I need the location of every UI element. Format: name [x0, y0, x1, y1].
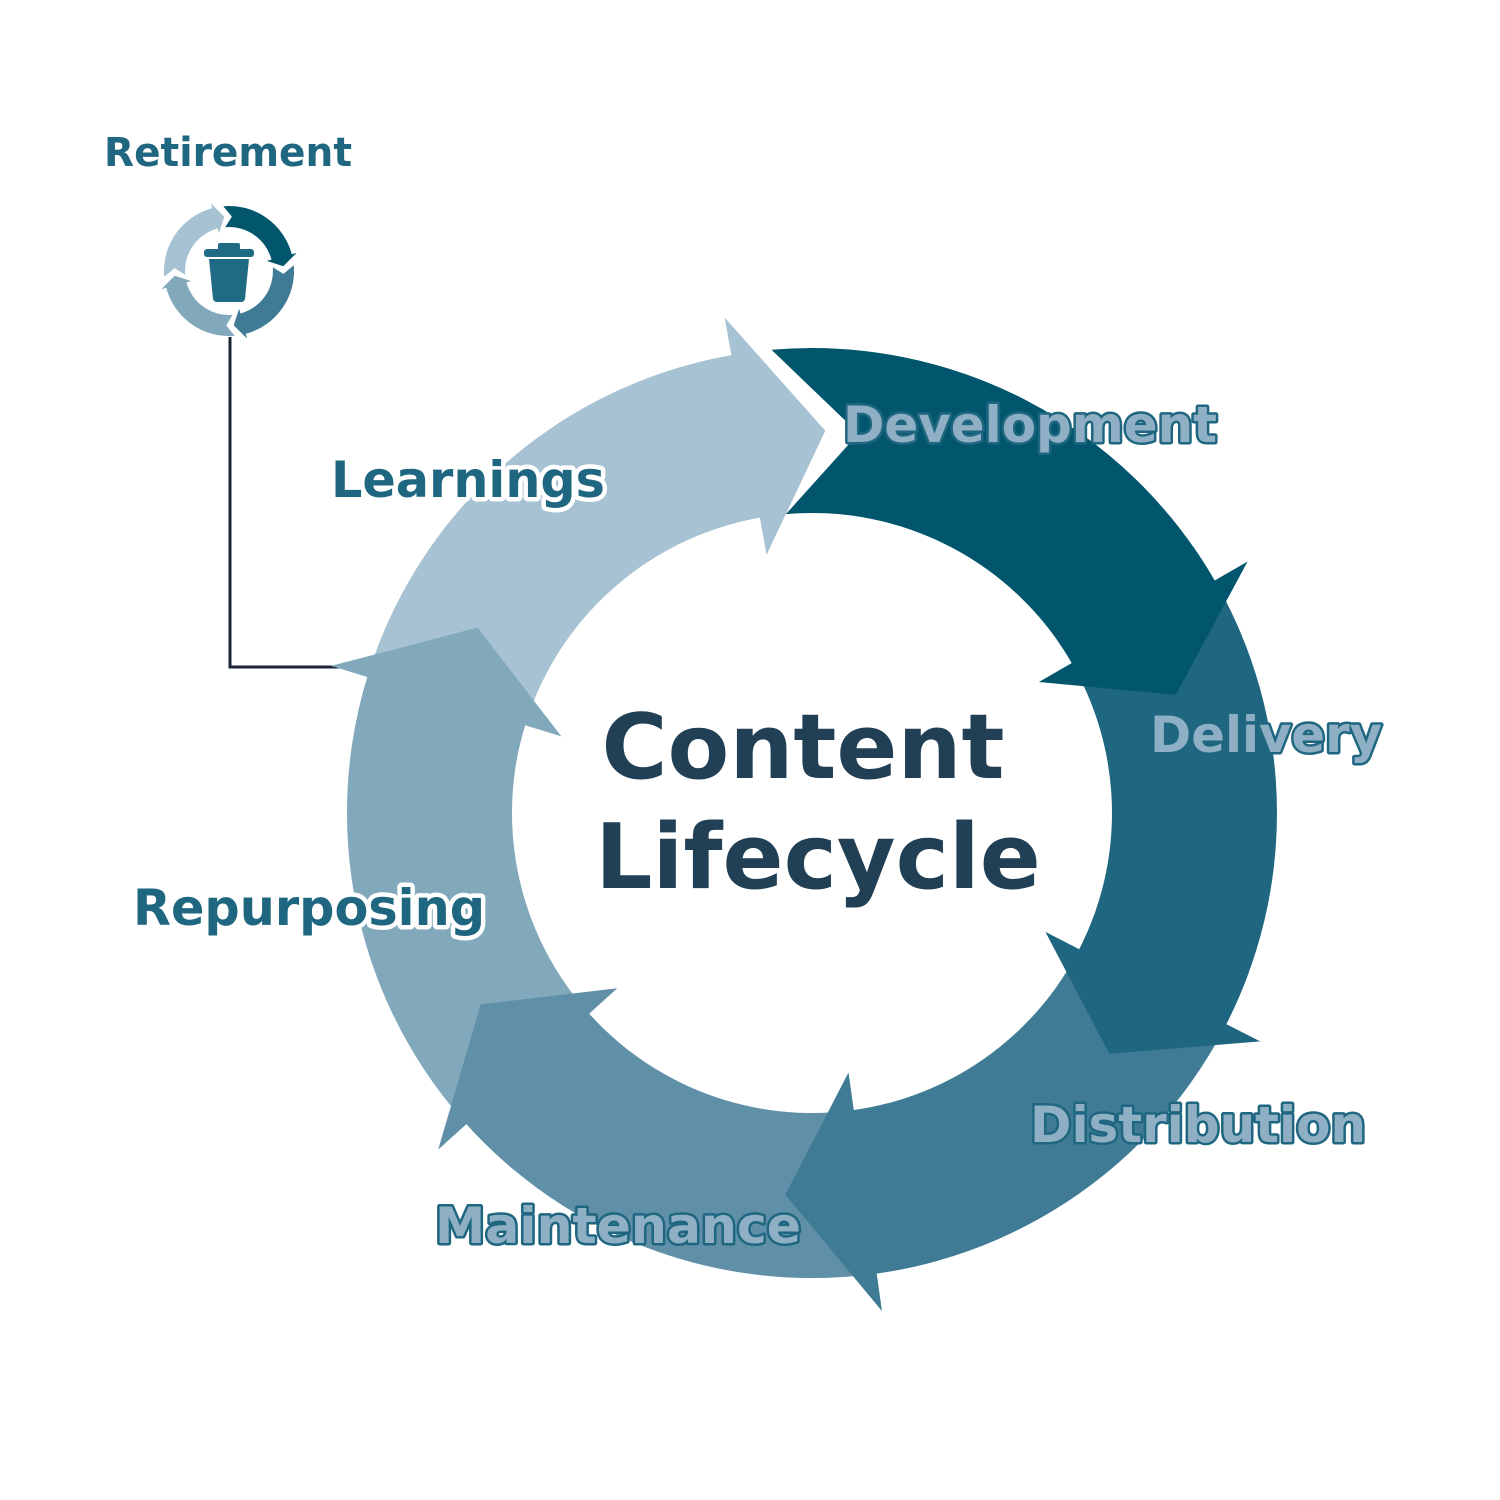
stage-label-maintenance: Maintenance — [435, 1197, 801, 1255]
stage-label-development: Development — [843, 396, 1217, 454]
mini-cycle-segment — [161, 275, 235, 337]
mini-cycle-segment — [223, 205, 297, 267]
retirement-icon — [161, 203, 297, 339]
trash-can-icon — [204, 243, 254, 302]
stage-label-delivery: Delivery — [1150, 706, 1382, 764]
retirement-connector-line — [228, 336, 372, 669]
center-title-line-2: Lifecycle — [595, 805, 1041, 910]
mini-cycle-segment — [233, 265, 295, 339]
retirement-label: Retirement — [104, 130, 352, 176]
development-arrow-segment — [771, 348, 1248, 695]
stage-label-repurposing: Repurposing — [133, 879, 485, 937]
stage-label-learnings: Learnings — [331, 451, 605, 509]
stage-label-distribution: Distribution — [1030, 1096, 1366, 1154]
center-title-line-1: Content — [601, 695, 1004, 800]
mini-cycle-segment — [163, 203, 225, 277]
